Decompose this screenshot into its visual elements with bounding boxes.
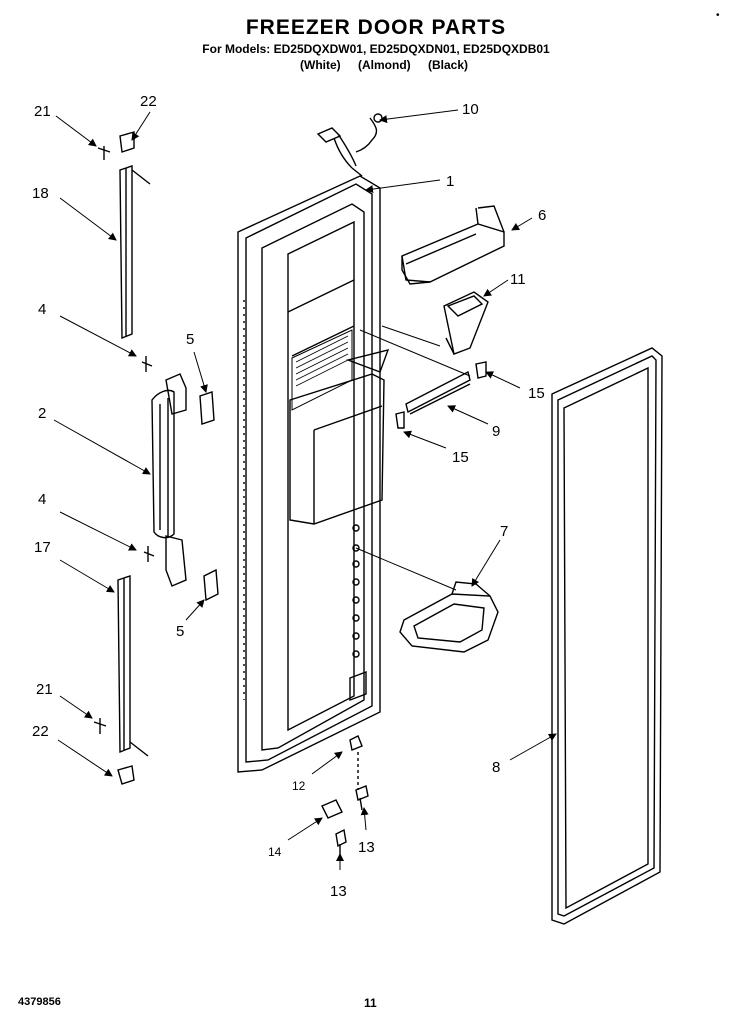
callout-15-upper: 15 <box>528 385 545 402</box>
callout-4-upper: 4 <box>38 301 46 318</box>
handle-trim-18 <box>97 131 151 340</box>
wire-harness <box>316 113 383 177</box>
callout-8: 8 <box>492 759 500 776</box>
callout-labels: 1 2 4 4 5 5 6 7 8 9 10 11 12 13 13 14 15… <box>32 93 546 900</box>
callout-21-upper: 21 <box>34 103 51 120</box>
callout-22-lower: 22 <box>32 723 49 740</box>
page-title: FREEZER DOOR PARTS <box>245 16 507 39</box>
callout-1: 1 <box>446 173 454 190</box>
door-handle <box>141 356 187 587</box>
callout-13-right: 13 <box>358 839 375 856</box>
door-shelf-6 <box>401 205 505 285</box>
callout-5-upper: 5 <box>186 331 194 348</box>
callout-11: 11 <box>510 271 526 288</box>
handle-trim-17 <box>93 575 149 785</box>
callout-7: 7 <box>500 523 508 540</box>
callout-21-lower: 21 <box>36 681 53 698</box>
door-bin-7 <box>399 581 499 653</box>
door-gasket <box>551 347 663 925</box>
callout-10: 10 <box>462 101 479 118</box>
color-variants: (White) (Almond) (Black) <box>300 58 580 72</box>
ice-chute <box>443 291 489 355</box>
page-number: 11 <box>364 996 377 1010</box>
model-list: For Models: ED25DQXDW01, ED25DQXDN01, ED… <box>202 42 550 56</box>
color-white: (White) <box>300 58 341 72</box>
leader-lines <box>53 109 557 870</box>
callout-12: 12 <box>292 779 306 793</box>
callout-4-lower: 4 <box>38 491 46 508</box>
color-black: (Black) <box>428 58 469 72</box>
callout-14: 14 <box>268 845 282 859</box>
callout-22-upper: 22 <box>140 93 157 110</box>
callout-5-lower: 5 <box>176 623 184 640</box>
callout-17: 17 <box>34 539 51 556</box>
callout-13-bottom: 13 <box>330 883 347 900</box>
door-assembly <box>237 175 390 790</box>
callout-18: 18 <box>32 185 49 202</box>
callout-2: 2 <box>38 405 46 422</box>
part-number: 4379856 <box>18 996 61 1008</box>
callout-6: 6 <box>538 207 546 224</box>
corner-mark: • <box>716 10 720 21</box>
trim-strip <box>395 361 487 429</box>
callout-15-lower: 15 <box>452 449 469 466</box>
handle-clips <box>199 391 219 602</box>
color-almond: (Almond) <box>358 58 411 72</box>
reference-lines <box>355 325 471 591</box>
callout-9: 9 <box>492 423 500 440</box>
